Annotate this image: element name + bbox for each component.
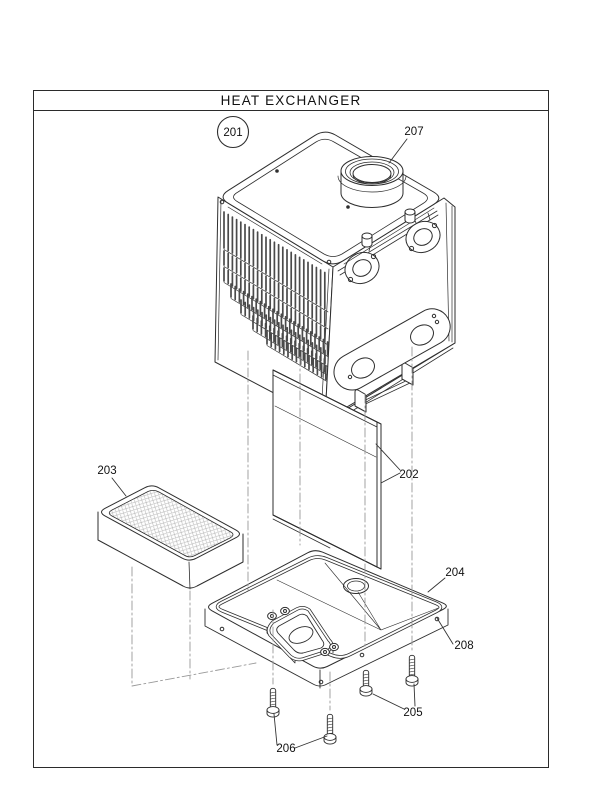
screw-206-left — [266, 687, 280, 718]
leader-line-207 — [388, 138, 408, 164]
cleanout-plate — [333, 308, 451, 391]
leader-line-204 — [427, 577, 446, 593]
title-bar: HEAT EXCHANGER — [34, 91, 548, 111]
alignment-centerlines — [131, 346, 413, 711]
leader-line-206 — [273, 713, 278, 746]
part-label-202: 202 — [399, 469, 418, 481]
leader-line-208 — [436, 617, 454, 645]
drawing-frame: HEAT EXCHANGER — [33, 90, 549, 768]
part-label-204: 204 — [445, 567, 465, 579]
part-label-206: 206 — [276, 743, 295, 755]
part-label-208: 208 — [454, 640, 473, 652]
insulation-pad — [97, 485, 244, 590]
part-label-201: 201 — [223, 127, 242, 139]
clip-tab — [354, 389, 367, 413]
leader-line-202 — [375, 443, 401, 471]
heat-exchanger-body — [214, 131, 456, 427]
leader-line-206 — [294, 735, 328, 749]
part-label-207: 207 — [404, 126, 423, 138]
screw-205-left — [359, 669, 373, 697]
leader-line-202 — [380, 472, 401, 484]
mounting-screws — [266, 654, 419, 745]
pipe-flange-lower — [344, 242, 380, 285]
pipe-flange-upper — [405, 212, 441, 254]
burner-frame — [266, 606, 339, 664]
flue-collar — [337, 156, 407, 208]
leader-line-203 — [111, 477, 127, 497]
page-title: HEAT EXCHANGER — [220, 93, 362, 108]
fin-bank — [223, 211, 329, 383]
balloon-201 — [216, 115, 250, 149]
leader-line-205 — [372, 693, 405, 710]
base-tray — [204, 550, 449, 689]
leader-line-205 — [413, 683, 416, 707]
callout-labels: 201 207 202 203 204 208 205 206 — [97, 115, 474, 755]
screw-205-right — [405, 654, 419, 687]
screw-206-right — [323, 713, 337, 745]
pipe-fitting-nut — [361, 208, 416, 248]
part-label-205: 205 — [403, 707, 422, 719]
part-label-203: 203 — [97, 465, 116, 477]
